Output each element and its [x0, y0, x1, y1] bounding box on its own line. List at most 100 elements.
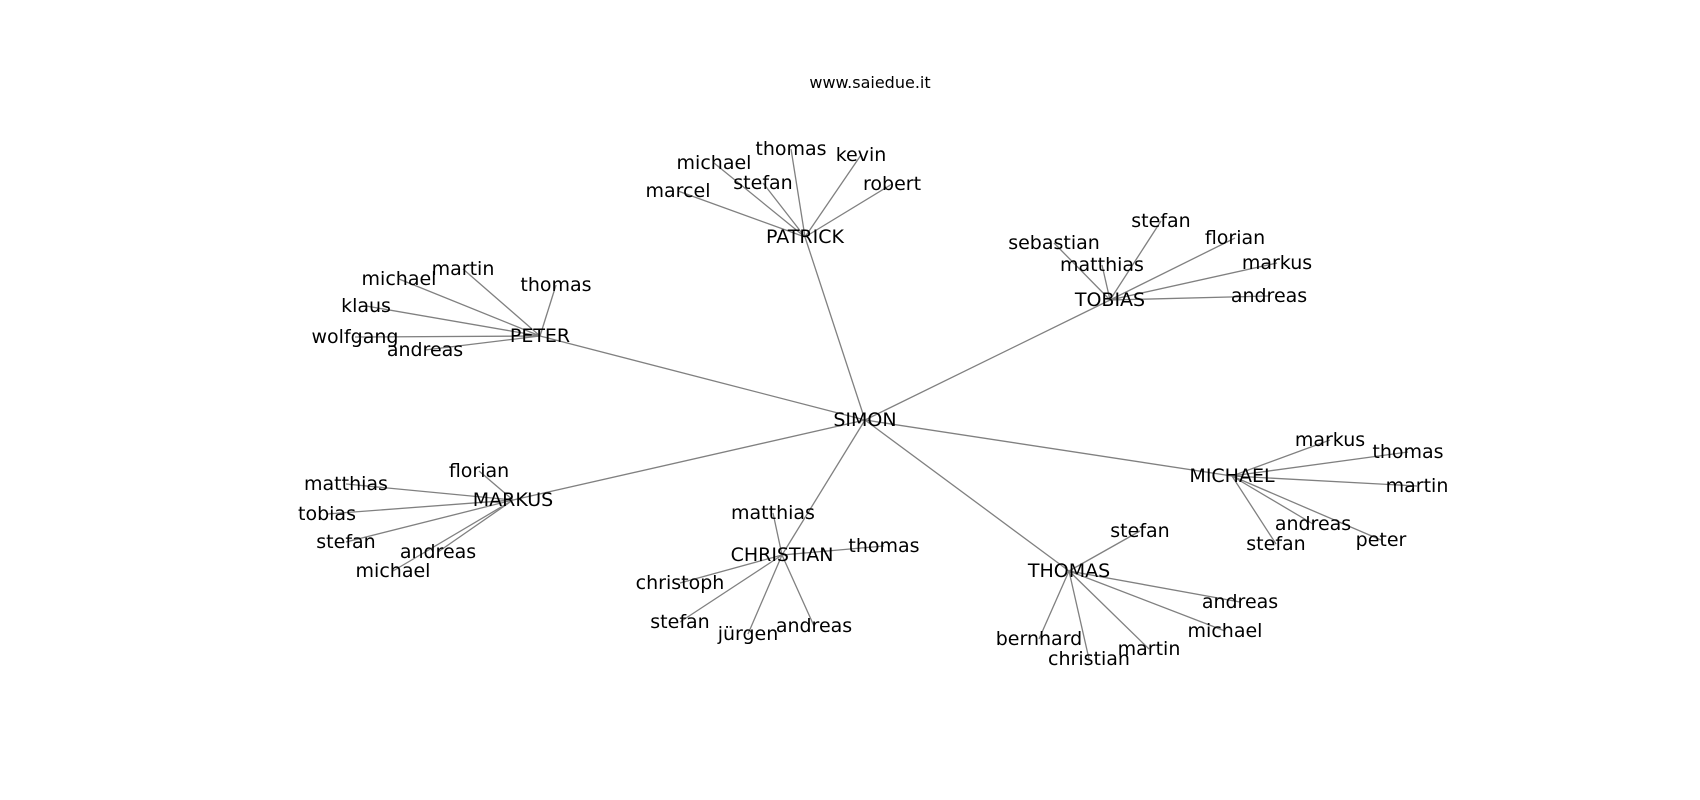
edge-tobias-0: [1053, 242, 1111, 301]
edge-markus-2: [326, 499, 514, 515]
root-node-label: SIMON: [833, 409, 896, 431]
edge-michael-3: [1231, 475, 1314, 525]
leaf-node-peter-0: michael: [362, 268, 437, 290]
edge-tobias-4: [1109, 262, 1278, 301]
leaf-node-tobias-0: sebastian: [1008, 232, 1100, 254]
leaf-node-michael-0: markus: [1295, 429, 1365, 451]
edge-patrick-5: [804, 183, 893, 238]
site-title: www.saiedue.it: [809, 73, 930, 92]
edge-michael-1: [1231, 451, 1409, 477]
leaf-node-thomas-2: michael: [1188, 620, 1263, 642]
edge-root-michael: [864, 419, 1233, 477]
edge-thomas-3: [1068, 570, 1150, 650]
leaf-node-thomas-3: martin: [1118, 638, 1181, 660]
edge-thomas-2: [1068, 570, 1226, 632]
edge-peter-3: [365, 305, 541, 337]
leaf-node-tobias-3: florian: [1205, 227, 1265, 249]
hub-node-markus: MARKUS: [473, 489, 554, 511]
hub-node-patrick: PATRICK: [766, 226, 844, 248]
edge-peter-5: [424, 335, 541, 351]
edge-patrick-4: [804, 154, 862, 238]
edge-markus-1: [345, 483, 514, 501]
leaf-node-tobias-5: andreas: [1231, 285, 1307, 307]
leaf-node-thomas-4: christian: [1048, 648, 1130, 670]
edge-root-peter: [539, 335, 866, 421]
leaf-node-christian-0: matthias: [731, 502, 815, 524]
edge-root-patrick: [804, 236, 866, 421]
edge-thomas-1: [1068, 570, 1241, 603]
leaf-node-michael-1: thomas: [1372, 441, 1443, 463]
hub-node-michael: MICHAEL: [1189, 465, 1275, 487]
leaf-node-tobias-4: markus: [1242, 252, 1312, 274]
edge-peter-2: [539, 284, 557, 337]
leaf-node-markus-1: matthias: [304, 473, 388, 495]
edge-christian-1: [781, 545, 885, 556]
edge-thomas-0: [1068, 530, 1141, 572]
leaf-node-patrick-2: stefan: [733, 172, 792, 194]
leaf-node-thomas-0: stefan: [1110, 520, 1169, 542]
edge-christian-5: [781, 554, 815, 627]
edge-tobias-5: [1109, 295, 1270, 301]
edge-patrick-0: [677, 190, 806, 238]
leaf-node-michael-4: stefan: [1246, 533, 1305, 555]
edge-christian-0: [772, 512, 783, 556]
leaf-node-markus-4: andreas: [400, 541, 476, 563]
leaf-node-christian-5: andreas: [776, 615, 852, 637]
hub-node-thomas: THOMAS: [1027, 560, 1110, 582]
edge-tobias-3: [1109, 237, 1236, 301]
leaf-node-michael-2: martin: [1386, 475, 1449, 497]
edge-root-markus: [512, 419, 866, 501]
leaf-node-patrick-4: kevin: [836, 144, 887, 166]
edge-root-christian: [781, 419, 866, 556]
leaf-node-thomas-5: bernhard: [996, 628, 1083, 650]
edge-peter-0: [398, 278, 541, 337]
edge-markus-5: [392, 499, 514, 572]
leaf-node-patrick-1: michael: [677, 152, 752, 174]
edge-tobias-1: [1101, 264, 1111, 301]
leaf-node-markus-5: michael: [356, 560, 431, 582]
edge-michael-2: [1231, 475, 1418, 487]
edge-markus-3: [345, 499, 514, 543]
edge-peter-4: [354, 335, 541, 338]
leaf-node-peter-4: wolfgang: [312, 326, 399, 348]
edge-michael-0: [1231, 439, 1331, 477]
leaf-node-michael-5: peter: [1356, 529, 1407, 551]
leaf-node-tobias-1: matthias: [1060, 254, 1144, 276]
leaf-node-christian-2: christoph: [636, 572, 725, 594]
edge-patrick-3: [790, 148, 806, 238]
leaf-node-peter-3: klaus: [341, 295, 391, 317]
edge-patrick-1: [713, 162, 806, 238]
leaf-node-michael-3: andreas: [1275, 513, 1351, 535]
edge-michael-5: [1231, 475, 1382, 541]
edges: [326, 148, 1418, 660]
edge-root-tobias: [864, 299, 1111, 421]
hub-node-tobias: TOBIAS: [1074, 289, 1145, 311]
leaf-node-christian-3: stefan: [650, 611, 709, 633]
edge-peter-1: [462, 268, 541, 337]
leaf-node-markus-0: florian: [449, 460, 509, 482]
leaf-node-patrick-3: thomas: [755, 138, 826, 160]
edge-thomas-5: [1038, 570, 1070, 640]
leaf-node-christian-4: jürgen: [717, 623, 779, 645]
edge-michael-4: [1231, 475, 1277, 545]
hub-node-peter: PETER: [510, 325, 570, 347]
edge-root-thomas: [864, 419, 1070, 572]
edge-tobias-2: [1109, 220, 1162, 301]
hub-node-christian: CHRISTIAN: [731, 544, 834, 566]
leaf-node-peter-2: thomas: [520, 274, 591, 296]
edge-thomas-4: [1068, 570, 1090, 660]
edge-christian-3: [679, 554, 783, 623]
edge-markus-0: [478, 470, 514, 501]
edge-christian-2: [679, 554, 783, 584]
leaf-node-thomas-1: andreas: [1202, 591, 1278, 613]
edge-christian-4: [747, 554, 783, 635]
leaf-node-tobias-2: stefan: [1131, 210, 1190, 232]
leaf-node-peter-5: andreas: [387, 339, 463, 361]
leaf-node-patrick-0: marcel: [646, 180, 711, 202]
edge-patrick-2: [762, 182, 806, 238]
leaf-node-peter-1: martin: [432, 258, 495, 280]
leaf-node-christian-1: thomas: [848, 535, 919, 557]
leaf-node-patrick-5: robert: [863, 173, 921, 195]
